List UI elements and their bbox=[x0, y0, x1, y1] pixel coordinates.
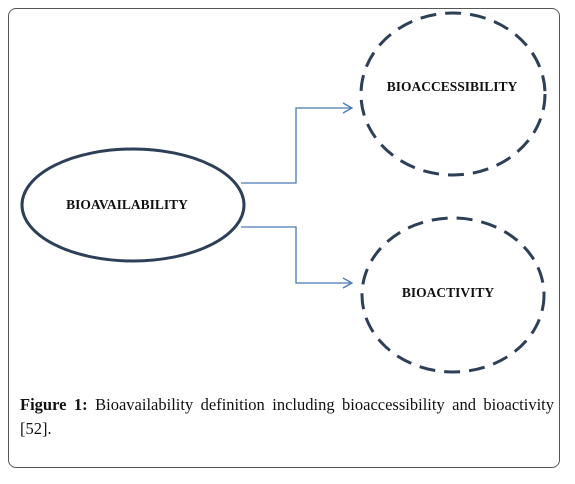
node-bioactivity-label: BIOACTIVITY bbox=[402, 285, 495, 300]
edge-to-bioaccessibility bbox=[241, 102, 354, 184]
edge-to-bioactivity bbox=[241, 226, 354, 289]
node-bioavailability bbox=[20, 147, 246, 263]
node-bioaccessibility-label: BIOACCESSIBILITY bbox=[387, 79, 518, 94]
figure-caption-label: Figure 1: bbox=[20, 395, 88, 414]
figure-caption-text: Bioavailability definition including bio… bbox=[20, 395, 555, 438]
node-bioaccessibility bbox=[359, 11, 547, 177]
node-bioactivity bbox=[360, 216, 546, 374]
node-bioavailability-label: BIOAVAILABILITY bbox=[66, 197, 188, 212]
figure-caption: Figure 1: Bioavailability definition inc… bbox=[20, 393, 554, 441]
